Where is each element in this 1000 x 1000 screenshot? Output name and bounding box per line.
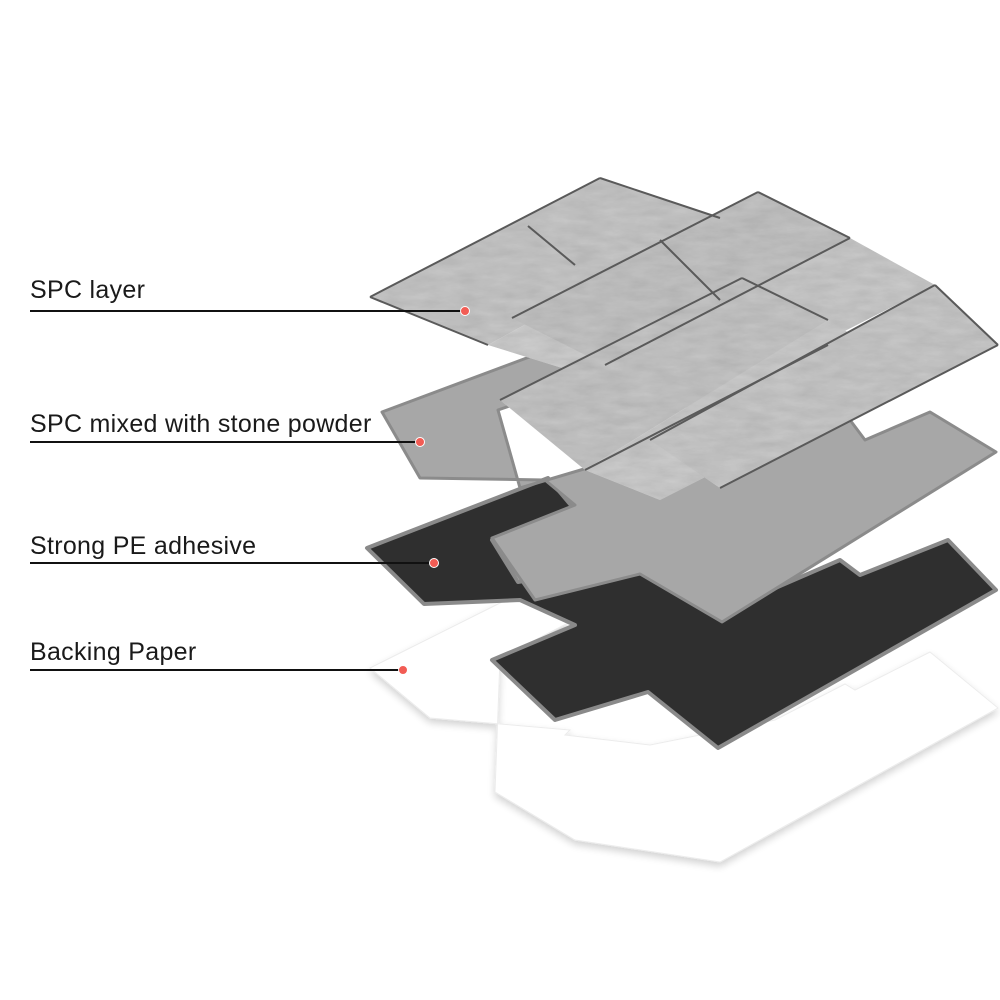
pointer-dot-spc bbox=[460, 306, 470, 316]
layer-label-adhesive: Strong PE adhesive bbox=[30, 532, 257, 560]
spc-tile-front-right bbox=[650, 285, 998, 488]
stone-powder-layer bbox=[380, 348, 998, 624]
spc-tile-seams bbox=[369, 177, 999, 489]
stone-powder-sheet bbox=[380, 348, 998, 624]
pointer-dot-adhesive bbox=[429, 558, 439, 568]
layer-label-backing-paper: Backing Paper bbox=[30, 638, 197, 666]
pointer-dot-stone-powder bbox=[415, 437, 425, 447]
pointer-dots bbox=[398, 306, 470, 675]
pointer-dot-backing-paper bbox=[398, 665, 408, 675]
spc-layer bbox=[369, 177, 999, 500]
spc-tile-back-left bbox=[370, 178, 720, 345]
spc-tile-mid-left bbox=[512, 192, 850, 365]
leader-lines bbox=[30, 310, 465, 671]
layer-label-stone-powder: SPC mixed with stone powder bbox=[30, 410, 372, 438]
layer-label-spc: SPC layer bbox=[30, 276, 146, 304]
spc-tile-front-left bbox=[500, 278, 828, 470]
